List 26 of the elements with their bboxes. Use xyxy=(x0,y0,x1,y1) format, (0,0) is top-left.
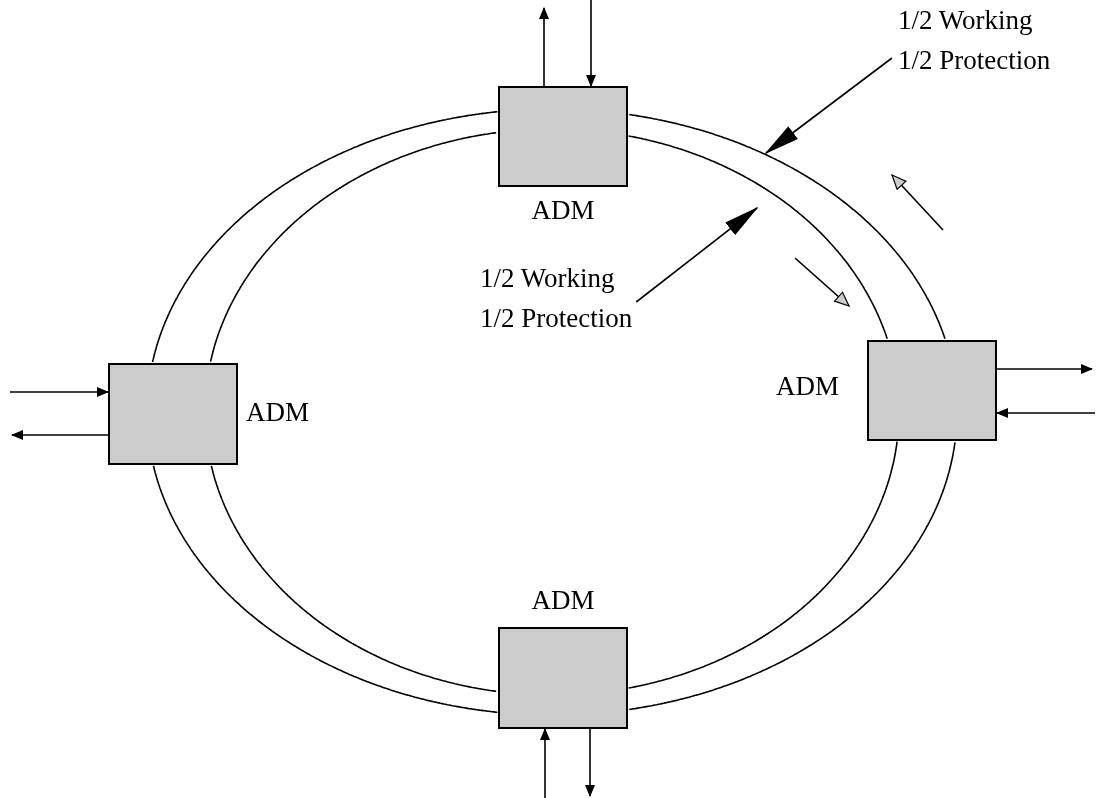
arrow xyxy=(996,408,1096,418)
fiber-line xyxy=(627,135,888,340)
node-label: ADM xyxy=(246,398,309,426)
arrow xyxy=(996,364,1093,374)
node-label: ADM xyxy=(776,372,839,400)
fiber-line xyxy=(627,440,898,689)
fiber-line xyxy=(209,131,497,363)
annotation-text: 1/2 Protection xyxy=(898,44,1051,77)
fiber-line xyxy=(151,111,499,363)
node-label: ADM xyxy=(530,196,596,224)
fiber-line xyxy=(628,441,956,711)
node-label: ADM xyxy=(530,586,596,614)
fiber-line xyxy=(152,465,499,713)
annotation-text: 1/2 Protection xyxy=(480,302,633,335)
annotation-text: 1/2 Working xyxy=(480,262,616,295)
leader-arrow xyxy=(764,57,893,155)
annotation-text: 1/2 Working xyxy=(898,4,1034,37)
leader-arrow xyxy=(635,206,759,303)
fiber-line xyxy=(210,465,497,693)
arrow xyxy=(9,387,109,397)
arrow xyxy=(586,0,596,87)
arrow xyxy=(585,728,595,797)
fiber-line xyxy=(628,113,946,340)
arrow xyxy=(540,728,550,798)
arrow xyxy=(11,430,109,440)
arrow xyxy=(539,7,549,87)
